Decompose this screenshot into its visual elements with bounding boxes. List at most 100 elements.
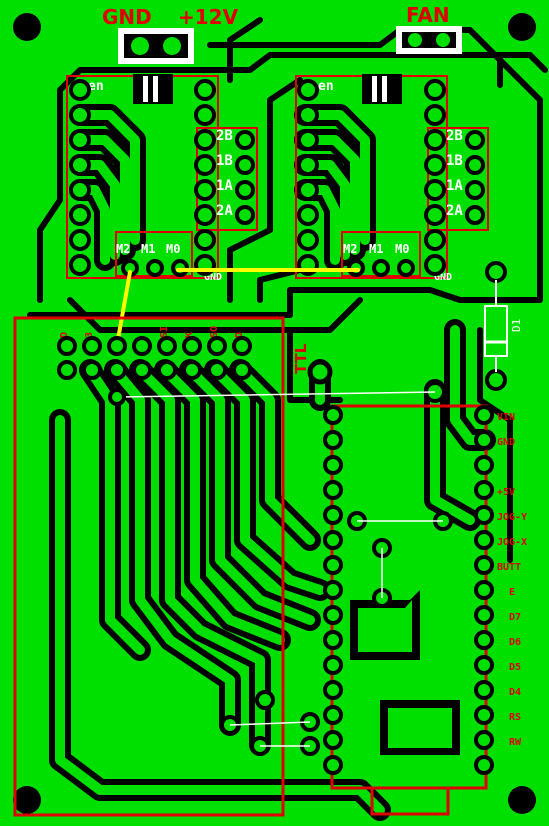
diode-body [484,305,508,357]
ttl-label: TTL [292,343,310,374]
driver-1-pin-m2: M2 [116,242,130,256]
arduino-right-pads [474,405,494,775]
driver-1-pad-r2 [194,104,216,126]
driver-1-pin-m1: M1 [141,242,155,256]
sd-pad-7a [207,336,227,356]
driver-1-pad-l7 [69,229,91,251]
arduino-right-pad-3 [474,455,494,475]
ground-island-inner [358,600,412,652]
driver-2-side-header [427,127,489,231]
driver-2-pad-l3 [297,129,319,151]
sd-bottom-pad-3 [255,690,275,710]
arduino-pin-5v: +5V [497,487,515,498]
driver-1-pads-left [69,79,91,276]
driver-2-gnd: GND [434,272,452,283]
driver-1-pad-l5 [69,179,91,201]
power-pad-gnd [131,37,149,55]
driver-2-pad-l4 [297,154,319,176]
mount-hole-br [508,786,536,814]
arduino-right-pad-4 [474,480,494,500]
diode-label: D1 [510,319,523,332]
driver-1-pad-l2 [69,104,91,126]
driver-1-side-pad-3 [235,180,255,200]
arduino-left-pad-1 [323,405,343,425]
driver-2-side-pad-1 [465,130,485,150]
arduino-left-pad-3 [323,455,343,475]
arduino-right-pad-11 [474,655,494,675]
driver-2-pad-l2 [297,104,319,126]
driver-2-pad-r1 [424,79,446,101]
arduino-left-pad-14 [323,730,343,750]
arduino-left-pad-10 [323,630,343,650]
arduino-pin-jog-y: JOG-Y [497,512,527,523]
driver-1-pad-l6 [69,204,91,226]
driver-2-pad-r4 [424,154,446,176]
arduino-right-pad-5 [474,505,494,525]
driver-1-pin-m0: M0 [166,242,180,256]
arduino-left-pad-4 [323,480,343,500]
driver-1-pad-r4 [194,154,216,176]
driver-1-pad-r1 [194,79,216,101]
label-fan: FAN [406,3,450,27]
label-gnd: GND [102,5,152,29]
sd-pad-1b [57,360,77,380]
arduino-right-pad-14 [474,730,494,750]
driver-1-gnd: GND [204,272,222,283]
sd-pad-6a [182,336,202,356]
fan-pad-1 [408,33,422,47]
sd-pad-2a [82,336,102,356]
arduino-left-pad-15 [323,755,343,775]
driver-1-pad-l4 [69,154,91,176]
white-jumper-4 [229,721,311,726]
driver-1-pad-l1 [69,79,91,101]
arduino-left-pad-12 [323,680,343,700]
driver-1-pad-l8 [69,254,91,276]
arduino-pin-rs: RS [509,712,521,723]
diode-d1: D1 [484,261,523,391]
mount-hole-bl [13,786,41,814]
arduino-right-pad-2 [474,430,494,450]
driver-2-pin-m1: M1 [369,242,383,256]
arduino-right-pad-8 [474,580,494,600]
sd-module: GND 3V3 CS DI MOSI SCK MISO GND [13,316,285,817]
driver-2-pin-2b: 2B [446,128,463,144]
arduino-left-pad-7 [323,555,343,575]
arduino-right-pad-1 [474,405,494,425]
mounting-holes [13,13,536,814]
driver-1-pad-l3 [69,129,91,151]
driver-2-cap-left [372,76,377,102]
white-jumpers [116,391,443,747]
driver-1-pin-1a: 1A [216,178,233,194]
driver-2-pad-l6 [297,204,319,226]
arduino-left-pad-5 [323,505,343,525]
driver-2-bottom-pad-2 [372,259,390,277]
driver-2-pin-m0: M0 [395,242,409,256]
jumper-wires [115,268,360,347]
arduino-right-pad-7 [474,555,494,575]
label-plus12v: +12V [178,5,239,29]
driver-2-pin-2a: 2A [446,203,463,219]
driver-2-pad-l5 [297,179,319,201]
driver-2-side-pad-4 [465,205,485,225]
arduino-pin-d6: D6 [509,637,521,648]
arduino-right-pad-12 [474,680,494,700]
sd-pad-1a [57,336,77,356]
driver-2-pad-r2 [424,104,446,126]
arduino-right-pad-6 [474,530,494,550]
isolation-channels [27,17,548,563]
fan-pad-2 [436,33,450,47]
jumper-m2-to-cs [115,270,132,347]
driver-2-pad-l7 [297,229,319,251]
mount-hole-tl [13,13,41,41]
arduino-pin-e: E [509,587,515,598]
arduino-left-pad-8 [323,580,343,600]
ground-island-2-inner [388,708,452,748]
arduino-left-pad-6 [323,530,343,550]
sd-pad-3a [107,336,127,356]
sd-module-outline [13,316,285,817]
driver-1-side-pad-2 [235,155,255,175]
ttl-pad [307,359,333,385]
driver-2-pin-1b: 1B [446,153,463,169]
driver-2: en 2B 1B 1A 2A M2 M1 M0 GND [295,74,489,283]
driver-1-cap-left [143,76,148,102]
